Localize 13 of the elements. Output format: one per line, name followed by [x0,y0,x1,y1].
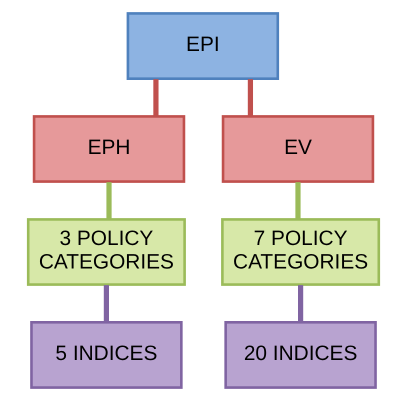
connector [104,285,110,322]
connector [106,182,112,220]
connector [298,285,304,322]
node-box: 7 POLICY CATEGORIES [221,218,380,286]
node-box: EPH [32,115,186,183]
connector [295,182,301,220]
node-box: 3 POLICY CATEGORIES [26,218,186,286]
connector [153,79,159,116]
node-box: EPI [126,12,280,80]
connector [248,79,254,116]
node-box: 5 INDICES [30,321,183,389]
node-box: 20 INDICES [224,321,377,389]
node-box: EV [222,115,374,183]
